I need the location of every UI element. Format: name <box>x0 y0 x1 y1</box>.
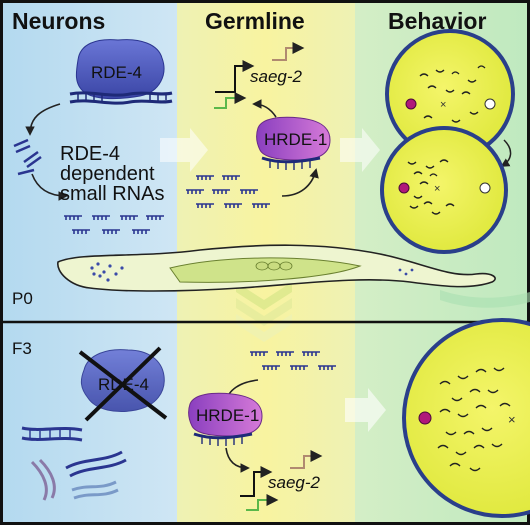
rde4-label-f3: RDE-4 <box>98 375 149 394</box>
small-rna-cluster-germline-p0 <box>186 175 270 208</box>
germline-header: Germline <box>205 8 305 34</box>
generation-label-f3: F3 <box>12 339 32 358</box>
c-elegans-worm <box>57 244 530 308</box>
small-rna-cluster-germline-f3 <box>250 351 336 370</box>
svg-text:×: × <box>440 99 446 111</box>
generation-arrow <box>236 282 292 342</box>
hrde1-protein-p0 <box>256 116 331 170</box>
svg-text:×: × <box>434 183 440 195</box>
small-rnas-label-line3: small RNAs <box>60 183 164 205</box>
small-rnas-label-line1: RDE-4 <box>60 143 120 165</box>
germline-to-behavior-arrow <box>340 128 380 172</box>
rde4-cleave-arrow <box>25 103 61 136</box>
neurons-to-germline-arrow <box>160 128 208 172</box>
small-rna-arrow <box>31 173 68 201</box>
small-rna-cluster-p0 <box>64 215 164 234</box>
generation-label-p0: P0 <box>12 289 33 308</box>
rde4-protein-f3-absent <box>78 346 168 422</box>
saeg2-label-p0: saeg-2 <box>250 67 303 86</box>
hrde1-to-gene-arrow <box>252 99 277 118</box>
rde4-protein-p0 <box>69 39 173 105</box>
rna-to-hrde1-arrow <box>281 168 319 197</box>
hrde1-label-f3: HRDE-1 <box>196 406 259 425</box>
saeg2-label-f3: saeg-2 <box>268 473 321 492</box>
behavior-plate-f3: × <box>402 318 530 518</box>
behavior-plate-2: × <box>380 126 508 254</box>
dsrna-fragments-f3 <box>21 426 127 501</box>
svg-text:×: × <box>508 412 516 427</box>
cleaved-rna-fragments <box>13 138 42 176</box>
hrde1-protein-f3 <box>188 392 263 446</box>
plate-transition-arrow <box>500 139 512 167</box>
saeg2-gene-f3 <box>240 450 323 511</box>
hrde1-label-p0: HRDE-1 <box>264 130 327 149</box>
small-rnas-label-line2: dependent <box>60 163 155 185</box>
behavior-header: Behavior <box>388 8 486 34</box>
f3-germline-to-behavior-arrow <box>345 388 386 432</box>
rde4-label-p0: RDE-4 <box>91 63 142 82</box>
saeg2-gene-p0 <box>214 42 305 109</box>
hrde1-to-gene-arrow-f3 <box>225 447 250 473</box>
neurons-header: Neurons <box>12 8 105 34</box>
